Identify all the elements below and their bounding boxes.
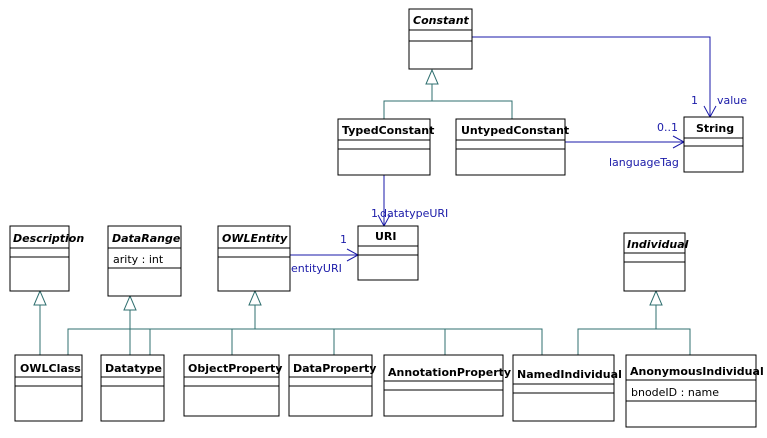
class-name: String — [696, 122, 734, 135]
class-individual[interactable]: Individual — [623, 232, 689, 292]
class-name: UntypedConstant — [461, 124, 569, 137]
class-name: Description — [13, 232, 84, 245]
association-datatypeuri-multiplicity: 1 — [371, 207, 378, 220]
class-name: AnonymousIndividual — [630, 365, 764, 378]
association-value-role: value — [717, 94, 747, 107]
class-name: Datatype — [105, 362, 162, 375]
class-annotation-property[interactable]: AnnotationProperty — [383, 354, 511, 417]
class-name: URI — [375, 230, 397, 243]
class-name: TypedConstant — [342, 124, 434, 137]
class-name: DataRange — [112, 232, 181, 245]
class-named-individual[interactable]: NamedIndividual — [512, 354, 622, 422]
association-entityuri-role: entityURI — [291, 262, 342, 275]
class-constant[interactable]: Constant — [408, 8, 473, 70]
association-languagetag-role: languageTag — [609, 156, 679, 169]
class-name: ObjectProperty — [188, 362, 282, 375]
class-string[interactable]: String — [683, 116, 744, 173]
class-datatype[interactable]: Datatype — [100, 354, 165, 422]
generalization-arrow-constant — [425, 68, 439, 85]
generalization-arrow-owlentity — [248, 289, 262, 306]
class-attribute: arity : int — [113, 253, 164, 266]
class-object-property[interactable]: ObjectProperty — [183, 354, 282, 417]
class-data-range[interactable]: DataRange arity : int — [107, 225, 182, 297]
generalization-arrow-individual — [649, 289, 663, 306]
association-datatypeuri-role: datatypeURI — [380, 207, 448, 220]
class-name: NamedIndividual — [517, 368, 622, 381]
associations: 1 value 0..1 languageTag 1 datatypeURI 1… — [290, 36, 747, 275]
class-typed-constant[interactable]: TypedConstant — [337, 118, 434, 176]
class-data-property[interactable]: DataProperty — [288, 354, 376, 417]
generalization-arrow-description — [33, 289, 47, 306]
class-name: OWLEntity — [222, 232, 288, 245]
class-anonymous-individual[interactable]: AnonymousIndividual bnodeID : name — [625, 354, 764, 428]
association-entityuri-multiplicity: 1 — [340, 233, 347, 246]
generalization-constant — [383, 84, 513, 119]
class-name: OWLClass — [20, 362, 81, 375]
association-languagetag-multiplicity: 0..1 — [657, 121, 678, 134]
association-value-multiplicity: 1 — [691, 94, 698, 107]
class-name: DataProperty — [293, 362, 376, 375]
class-name: AnnotationProperty — [388, 366, 511, 379]
class-untyped-constant[interactable]: UntypedConstant — [455, 118, 569, 176]
generalization-individual — [577, 305, 691, 355]
class-uri[interactable]: URI — [357, 225, 419, 281]
generalizations — [33, 68, 691, 355]
class-owl-class[interactable]: OWLClass — [14, 354, 83, 422]
generalization-arrow-datarange — [123, 294, 137, 311]
class-attribute: bnodeID : name — [631, 386, 719, 399]
class-name: Constant — [413, 14, 470, 27]
class-name: Individual — [627, 238, 689, 251]
generalization-owlentity — [67, 305, 543, 355]
class-owl-entity[interactable]: OWLEntity — [217, 225, 291, 292]
class-description[interactable]: Description — [9, 225, 84, 292]
association-value — [472, 36, 711, 117]
